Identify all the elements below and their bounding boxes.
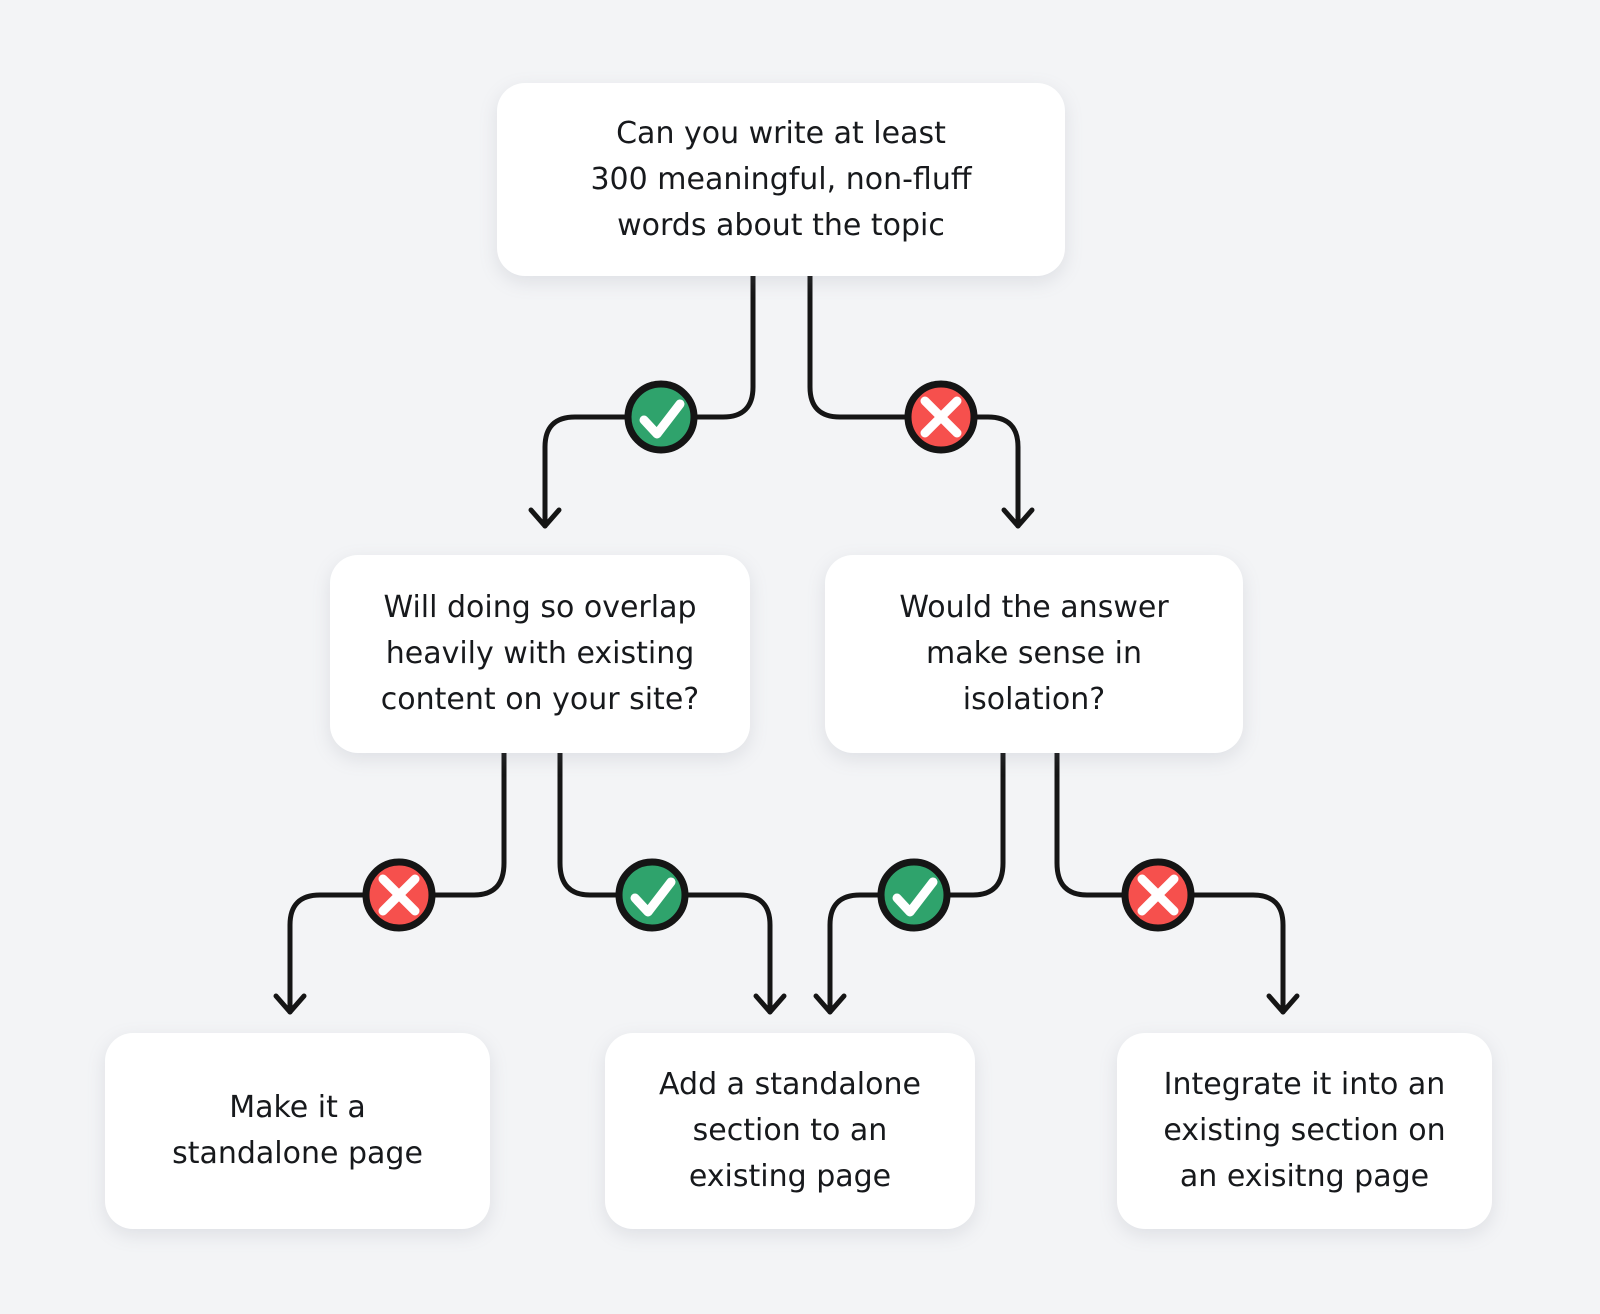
arrowhead [1266, 993, 1300, 1015]
check-icon [877, 858, 951, 932]
arrowhead [273, 993, 307, 1015]
arrowhead [528, 507, 562, 529]
arrowhead [753, 993, 787, 1015]
check-icon [615, 858, 689, 932]
arrowhead [813, 993, 847, 1015]
node-standalone-section: Add a standalone section to an existing … [605, 1033, 975, 1229]
node-text: Can you write at least 300 meaningful, n… [590, 115, 972, 243]
node-integrate-section: Integrate it into an existing section on… [1117, 1033, 1492, 1229]
node-text: Add a standalone section to an existing … [659, 1067, 921, 1194]
node-text: Will doing so overlap heavily with exist… [380, 590, 700, 717]
cross-icon [362, 858, 436, 932]
node-isolation-question: Would the answer make sense in isolation… [825, 555, 1243, 753]
node-text: Would the answer make sense in isolation… [899, 590, 1169, 717]
node-overlap-question: Will doing so overlap heavily with exist… [330, 555, 750, 753]
cross-icon [1121, 858, 1195, 932]
arrowhead [1001, 507, 1035, 529]
check-icon [624, 380, 698, 454]
node-text: Integrate it into an existing section on… [1163, 1067, 1446, 1194]
node-standalone-page: Make it a standalone page [105, 1033, 490, 1229]
cross-icon [904, 380, 978, 454]
node-root-question: Can you write at least 300 meaningful, n… [497, 83, 1065, 276]
node-text: Make it a standalone page [172, 1090, 423, 1171]
